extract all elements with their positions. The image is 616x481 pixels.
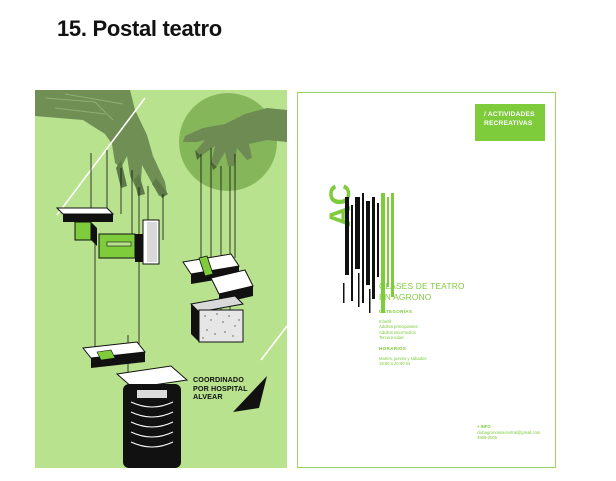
contact-phone: 4568-2005 xyxy=(477,435,498,441)
back-illustration: AC xyxy=(324,184,394,313)
postcard-front: COORDINADO POR HOSPITAL ALVEAR xyxy=(35,90,287,468)
category-item: Adultos intermedios xyxy=(379,329,416,335)
letter-r-block xyxy=(82,341,146,368)
contact-info: + INFO clubagronomiacentral@gmail.com 45… xyxy=(477,424,555,441)
coordination-text: COORDINADO POR HOSPITAL ALVEAR xyxy=(193,375,283,402)
activities-badge: / ACTIVIDADES RECREATIVAS xyxy=(475,104,545,141)
coordination-line: COORDINADO xyxy=(193,375,244,384)
schedule-line: 18:00 a 20:00 hs xyxy=(379,361,411,367)
category-item: Adultos principiantes xyxy=(379,324,418,330)
contact-email: clubagronomiacentral@gmail.com xyxy=(477,429,541,435)
badge-line: / ACTIVIDADES xyxy=(484,111,535,118)
coordination-line: POR HOSPITAL xyxy=(193,383,248,393)
textured-block xyxy=(189,295,245,343)
right-hand-image xyxy=(183,108,287,170)
class-title: CLASES DE TEATRO EN AGRONO xyxy=(379,281,549,302)
front-illustration xyxy=(35,90,287,468)
postcard-back: AC / ACTIVIDADES RECREATIVAS CLASES DE T… xyxy=(297,92,556,468)
coordination-line: ALVEAR xyxy=(193,392,223,402)
letter-o-block xyxy=(115,365,189,468)
letter-a-block xyxy=(182,253,240,284)
class-title-line: EN AGRONO xyxy=(379,291,432,302)
letter-e-block xyxy=(98,219,160,265)
schedule-heading: HORARIOS xyxy=(379,345,407,351)
contact-heading: + INFO xyxy=(477,424,491,429)
badge-line: RECREATIVAS xyxy=(484,120,533,127)
class-info: CLASES DE TEATRO EN AGRONO CATEGORÍAS In… xyxy=(379,281,549,366)
letter-t-block-1 xyxy=(55,207,115,246)
left-hand-image xyxy=(35,90,168,198)
schedule-line: Martes, jueves y sábados xyxy=(379,355,427,361)
page-title: 15. Postal teatro xyxy=(57,16,222,41)
category-item: Infantil xyxy=(379,319,392,324)
white-diagonal-line xyxy=(56,97,146,216)
class-title-line: CLASES DE TEATRO xyxy=(379,281,465,291)
categories-heading: CATEGORÍAS xyxy=(379,309,413,314)
dripping-stripes xyxy=(343,193,394,313)
category-item: Tercera edad xyxy=(379,335,404,341)
black-triangle xyxy=(233,376,267,412)
